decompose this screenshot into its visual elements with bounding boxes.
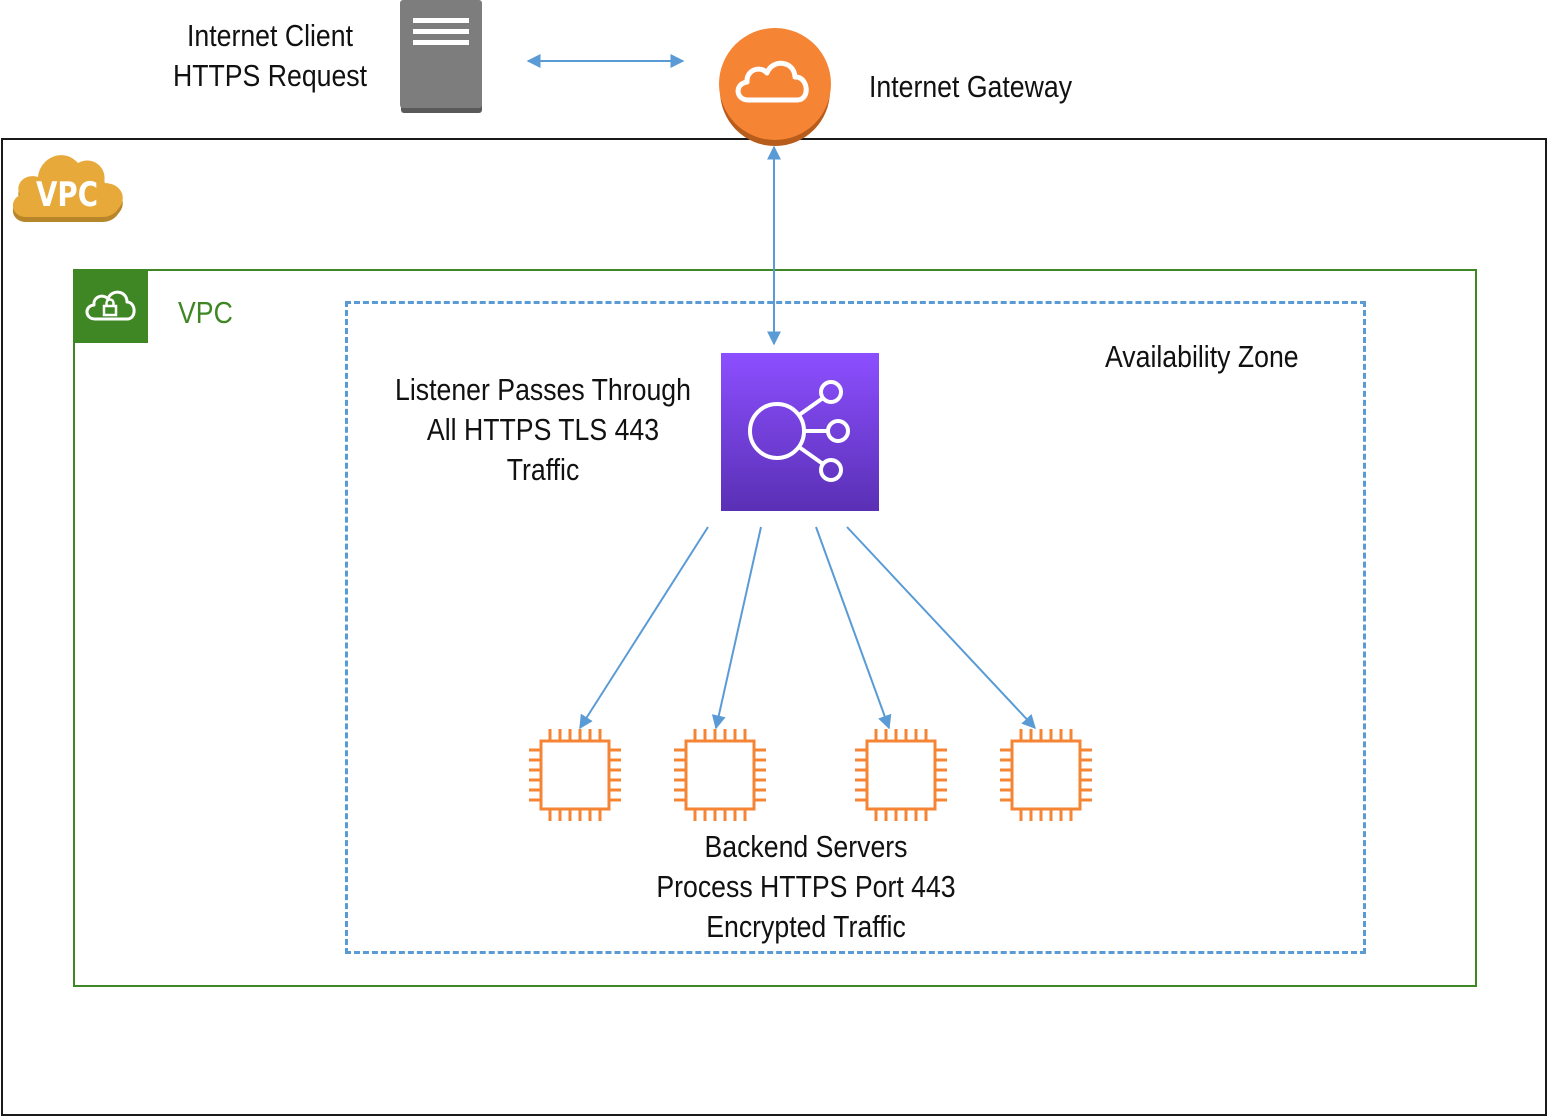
lb-label-line1: Listener Passes Through bbox=[395, 372, 691, 407]
gateway-label: Internet Gateway bbox=[869, 69, 1073, 104]
lb-server1-arrow bbox=[579, 526, 709, 730]
backend-label-line3: Encrypted Traffic bbox=[706, 909, 906, 944]
vpc-cloud-badge: VPC bbox=[6, 144, 128, 226]
lb-server4-arrow bbox=[846, 526, 1036, 730]
ec2-instance-icon bbox=[527, 727, 623, 823]
backend-label: Backend Servers Process HTTPS Port 443 E… bbox=[617, 827, 995, 947]
lb-label-line2: All HTTPS TLS 443 bbox=[426, 412, 660, 447]
client-label-line2: HTTPS Request bbox=[172, 58, 368, 93]
ec2-instance-icon bbox=[998, 727, 1094, 823]
availability-zone-label: Availability Zone bbox=[1105, 339, 1299, 374]
vpc-lock-cloud-icon bbox=[73, 269, 148, 343]
ec2-instance-icon bbox=[853, 727, 949, 823]
lb-server2-arrow bbox=[711, 526, 762, 730]
lb-label-line3: Traffic bbox=[506, 452, 580, 487]
client-label: Internet Client HTTPS Request bbox=[167, 16, 373, 96]
vpc-title: VPC bbox=[178, 295, 233, 330]
vpc-cloud-badge-text: VPC bbox=[36, 175, 98, 215]
load-balancer-icon bbox=[721, 353, 879, 511]
backend-label-line2: Process HTTPS Port 443 bbox=[656, 869, 956, 904]
backend-label-line1: Backend Servers bbox=[704, 829, 908, 864]
availability-zone-boundary bbox=[345, 301, 1366, 954]
load-balancer-label: Listener Passes Through All HTTPS TLS 44… bbox=[388, 370, 698, 490]
server-icon bbox=[399, 0, 484, 114]
client-label-line1: Internet Client bbox=[187, 18, 353, 53]
lb-server3-arrow bbox=[815, 526, 892, 730]
ec2-instance-icon bbox=[672, 727, 768, 823]
internet-gateway-icon bbox=[716, 28, 834, 146]
